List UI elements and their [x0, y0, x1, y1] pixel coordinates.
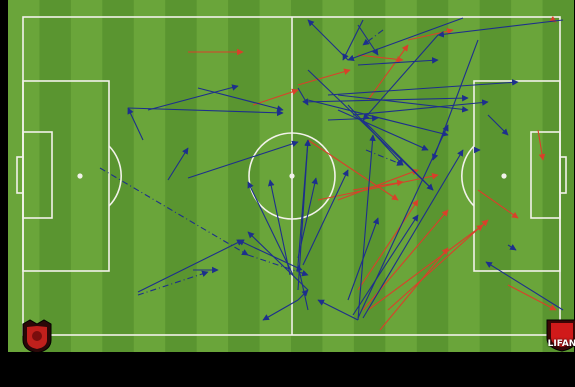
grass-stripe	[39, 0, 71, 352]
grass-stripe	[291, 0, 323, 352]
right-penalty-spot	[502, 174, 506, 178]
home-team-crest	[20, 318, 54, 354]
bottom-bar	[0, 352, 575, 387]
grass-stripe	[480, 0, 512, 352]
football-pitch	[8, 0, 574, 352]
pitch-panel: LIFAN	[8, 0, 574, 352]
club-crest-icon	[20, 318, 54, 354]
grass-stripe	[260, 0, 292, 352]
grass-stripe	[8, 0, 40, 352]
grass-stripe	[448, 0, 480, 352]
left-penalty-spot	[78, 174, 82, 178]
centre-spot	[290, 174, 294, 178]
grass-stripe	[543, 0, 574, 352]
away-team-crest-label: LIFAN	[545, 339, 575, 349]
grass-stripe	[228, 0, 260, 352]
away-team-crest: LIFAN	[545, 316, 575, 352]
grass-stripe	[134, 0, 166, 352]
grass-stripe	[197, 0, 229, 352]
grass-stripe	[322, 0, 354, 352]
grass-stripe	[102, 0, 134, 352]
grass-stripe	[71, 0, 103, 352]
grass-stripe	[511, 0, 543, 352]
